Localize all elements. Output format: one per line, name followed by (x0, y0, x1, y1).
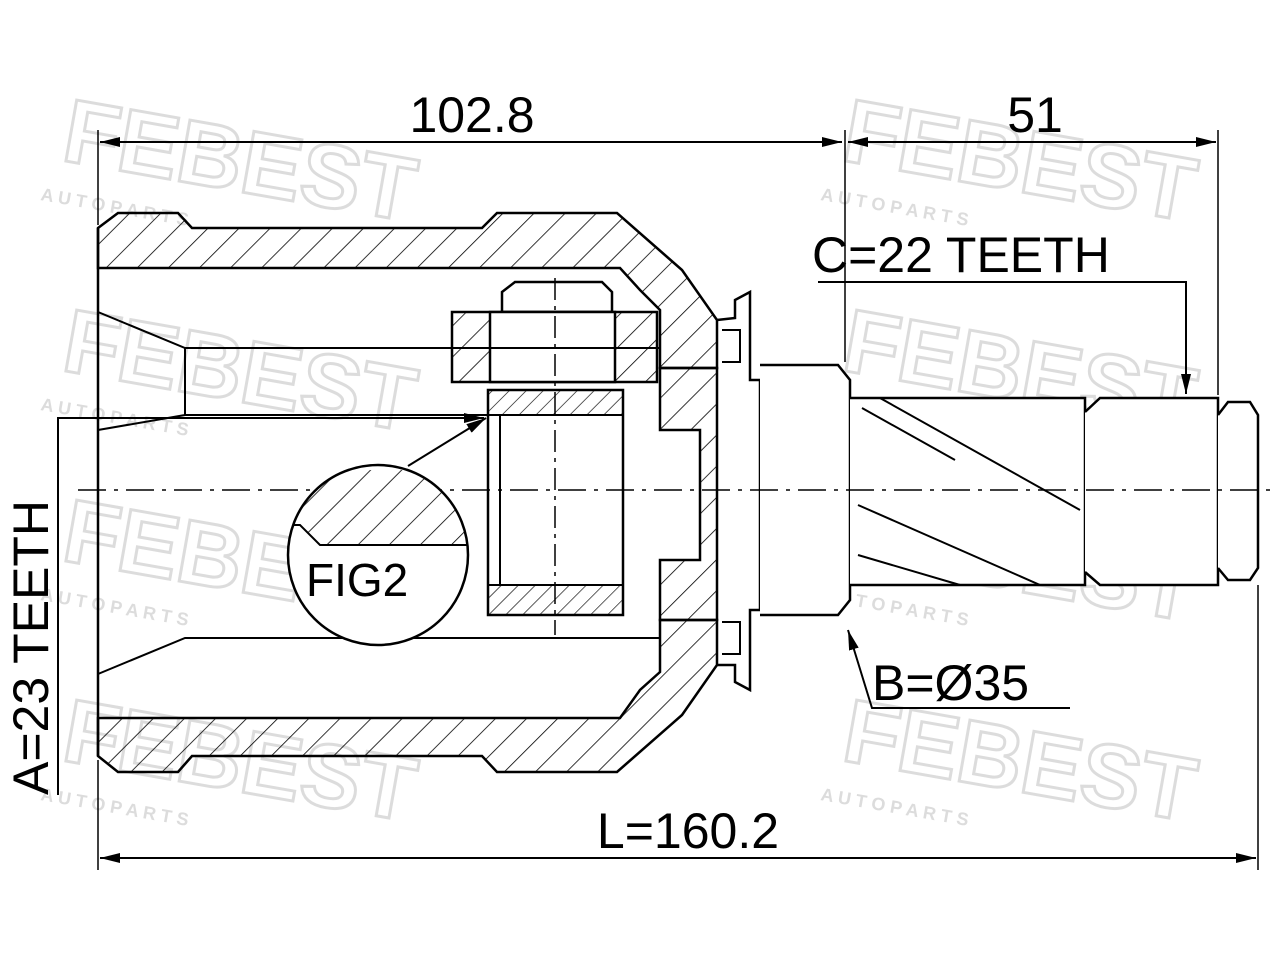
stub-shaft-tip (1217, 400, 1260, 582)
stub-shaft-spline (850, 396, 1087, 587)
shaft-teeth-label: C=22 TEETH (812, 227, 1110, 283)
boot-seal-inner (722, 329, 741, 655)
stub-shaft-thread (1084, 396, 1220, 587)
spider-upper-head (500, 280, 614, 314)
seal-diameter-leader (847, 629, 1070, 709)
dim-shaft-length-label: 51 (1007, 87, 1063, 143)
seal-diameter-label: B=Ø35 (872, 655, 1029, 711)
dim-total-length-label: L=160.2 (597, 803, 779, 859)
fig2-label: FIG2 (306, 554, 408, 606)
shaft-teeth-leader (818, 281, 1191, 394)
housing-lower-wall (96, 618, 719, 774)
housing-bore (97, 268, 660, 718)
fig2-leader (407, 417, 487, 467)
spider-body (486, 388, 625, 617)
spline-helix-lines (857, 397, 1081, 586)
housing-upper-wall (96, 211, 719, 370)
dim-outer-length-label: 102.8 (409, 87, 534, 143)
boot-seal (716, 289, 762, 693)
outer-teeth-label: A=23 TEETH (3, 500, 59, 795)
housing-end-wall (658, 366, 719, 622)
fig2-detail-hatch (288, 470, 468, 546)
outer-teeth-leader (57, 413, 484, 795)
